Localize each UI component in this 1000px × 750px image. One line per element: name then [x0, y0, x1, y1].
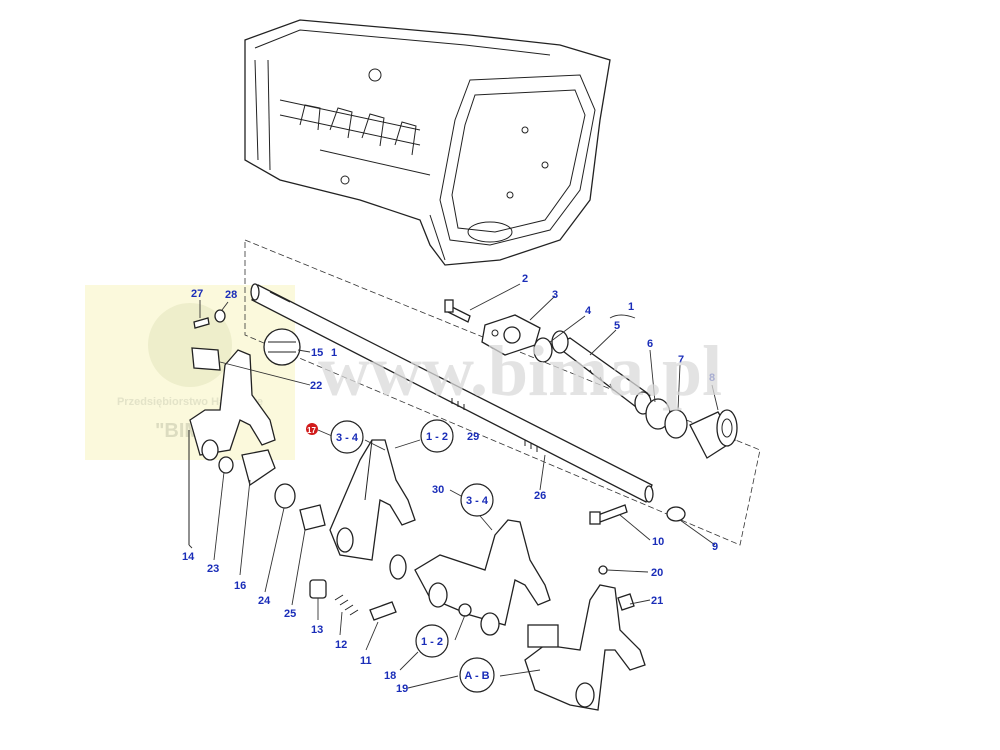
bushing-8	[689, 409, 738, 459]
callout-2: 2	[522, 273, 528, 285]
callout-30: 30	[432, 484, 444, 496]
callout-7: 7	[678, 354, 684, 366]
ring-label-3-4-a: 3 - 4	[330, 420, 364, 454]
callout-3: 3	[552, 289, 558, 301]
callout-10: 10	[652, 536, 664, 548]
washer-9	[666, 506, 686, 522]
svg-text:1 - 2: 1 - 2	[421, 636, 443, 648]
watermark-url: www.bima.pl	[318, 331, 722, 411]
callout-17: 17	[307, 426, 316, 435]
clip-21	[617, 593, 635, 611]
callout-29: 29	[467, 431, 479, 443]
callout-6: 6	[647, 338, 653, 350]
ring-7	[664, 409, 688, 439]
bolt-10	[589, 504, 628, 525]
callout-18: 18	[384, 670, 396, 682]
leader-lines	[188, 283, 719, 689]
callout-16: 16	[234, 580, 246, 592]
washer-23	[218, 456, 234, 474]
callout-4: 4	[585, 305, 592, 317]
fork-29	[329, 439, 416, 580]
callout-1-alt: 1	[331, 347, 337, 359]
callout-12: 12	[335, 639, 347, 651]
callout-15: 15	[311, 347, 323, 359]
callout-25: 25	[284, 608, 296, 620]
callout-22: 22	[310, 380, 322, 392]
callout-21: 21	[651, 595, 663, 607]
callout-27: 27	[191, 288, 203, 300]
assembly-boundary	[244, 239, 761, 546]
fork-30	[414, 519, 551, 636]
plate-16	[241, 449, 276, 487]
bushing-24	[274, 483, 296, 509]
ring-label-3-4-b: 3 - 4	[460, 483, 494, 517]
callout-23: 23	[207, 563, 219, 575]
screw-20	[598, 565, 608, 575]
fork-19	[524, 584, 646, 711]
callout-24: 24	[258, 595, 271, 607]
plunger-11	[369, 601, 397, 621]
callout-14: 14	[182, 551, 195, 563]
callout-28: 28	[225, 289, 237, 301]
plug-13	[309, 579, 327, 599]
callout-13: 13	[311, 624, 323, 636]
clip-22	[191, 347, 221, 371]
highlight-marker-17	[306, 423, 318, 435]
callout-8: 8	[709, 372, 715, 384]
shift-rail-shaft	[250, 283, 654, 503]
flange-3	[481, 314, 541, 356]
fork-left	[189, 349, 276, 461]
svg-text:3 - 4: 3 - 4	[336, 432, 359, 444]
washer-28	[214, 309, 226, 323]
spring-15	[263, 328, 301, 366]
callout-11: 11	[360, 655, 372, 667]
ring-4	[533, 337, 553, 363]
ring-label-a-b: A - B	[459, 657, 495, 693]
callout-26: 26	[534, 490, 546, 502]
callout-19: 19	[396, 683, 408, 695]
callout-20: 20	[651, 567, 663, 579]
svg-text:1 - 2: 1 - 2	[426, 431, 448, 443]
gearbox-housing	[244, 19, 611, 266]
ring-label-1-2-a: 1 - 2	[420, 419, 454, 453]
callout-1: 1	[628, 301, 634, 313]
ring-label-1-2-b: 1 - 2	[415, 624, 449, 658]
svg-text:A - B: A - B	[464, 670, 489, 682]
svg-text:3 - 4: 3 - 4	[466, 495, 489, 507]
bolt-2	[444, 299, 471, 323]
sleeve-5	[551, 330, 652, 415]
bushing-25	[299, 504, 326, 531]
callout-5: 5	[614, 320, 620, 332]
bolt-27	[193, 317, 210, 329]
spring-12	[334, 594, 359, 616]
callout-9: 9	[712, 541, 718, 553]
